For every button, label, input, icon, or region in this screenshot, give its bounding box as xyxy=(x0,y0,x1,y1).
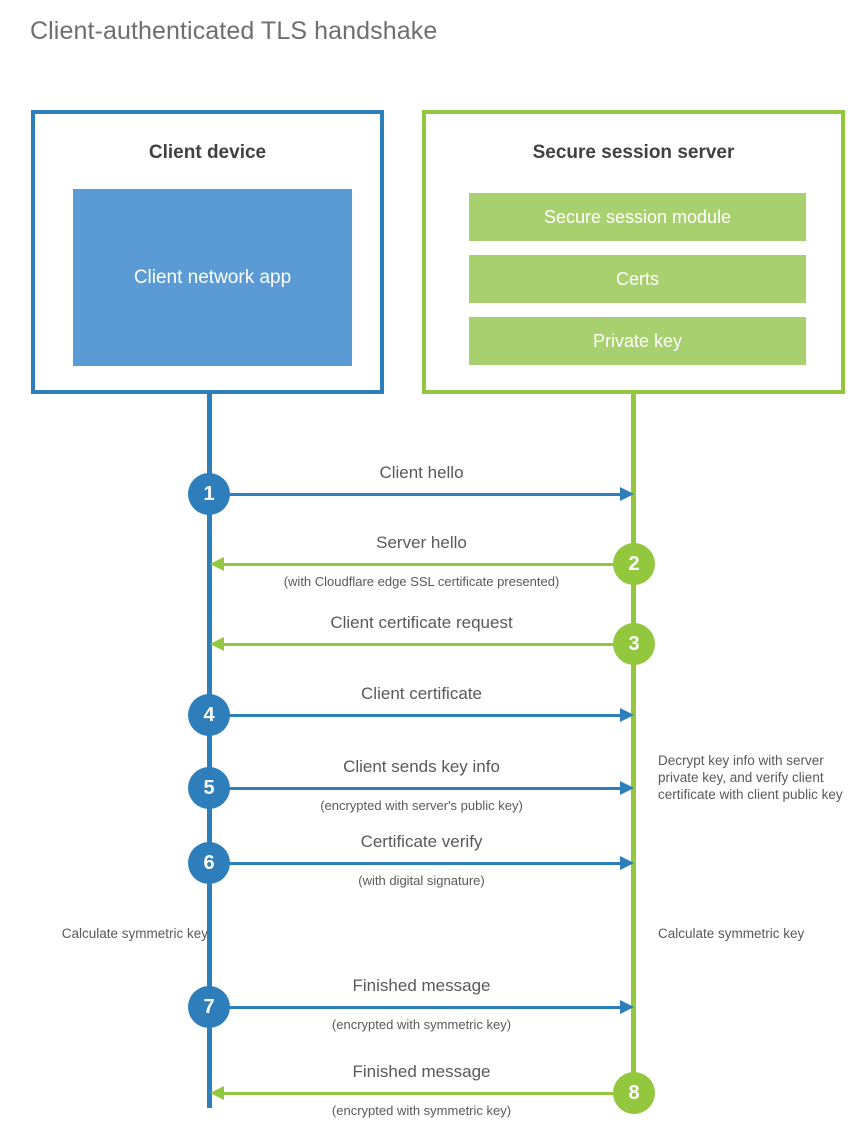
message-label-3: Client certificate request xyxy=(330,613,513,632)
message-sublabel-8: (encrypted with symmetric key) xyxy=(331,1103,512,1118)
step-number-8[interactable]: 8 xyxy=(613,1072,655,1114)
arrow-head-icon xyxy=(619,487,634,501)
server-lifeline xyxy=(631,392,636,1094)
client-lifeline xyxy=(207,392,212,1108)
message-sublabel-7: (encrypted with symmetric key) xyxy=(331,1017,512,1032)
arrow-head-icon xyxy=(619,856,634,870)
arrow-head-icon xyxy=(619,708,634,722)
step-number-3[interactable]: 3 xyxy=(613,623,655,665)
note-server-calculate-symmetric-key: Calculate symmetric key xyxy=(658,926,805,941)
step-number-7[interactable]: 7 xyxy=(188,986,230,1028)
arrow-shaft xyxy=(209,493,620,496)
client-device-panel: Client device Client network app xyxy=(31,110,384,394)
secure-session-server-panel: Secure session server Secure session mod… xyxy=(422,110,845,394)
message-label-5: Client sends key info xyxy=(343,757,500,776)
arrow-shaft xyxy=(209,714,620,717)
client-network-app-box: Client network app xyxy=(73,189,352,366)
server-component-secure-session-module: Secure session module xyxy=(469,193,806,241)
arrow-shaft xyxy=(223,643,634,646)
message-label-7: Finished message xyxy=(352,976,491,995)
page-title: Client-authenticated TLS handshake xyxy=(30,17,438,45)
message-label-8: Finished message xyxy=(352,1062,491,1081)
step-number-1[interactable]: 1 xyxy=(188,473,230,515)
arrow-shaft xyxy=(209,862,620,865)
server-component-private-key: Private key xyxy=(469,317,806,365)
message-sublabel-5: (encrypted with server's public key) xyxy=(320,798,523,813)
arrow-shaft xyxy=(209,787,620,790)
message-label-6: Certificate verify xyxy=(360,832,483,851)
step-number-6[interactable]: 6 xyxy=(188,842,230,884)
arrow-head-icon xyxy=(619,781,634,795)
step-number-4[interactable]: 4 xyxy=(188,694,230,736)
server-component-certs: Certs xyxy=(469,255,806,303)
note-client-calculate-symmetric-key: Calculate symmetric key xyxy=(61,926,208,941)
arrow-shaft xyxy=(223,563,634,566)
message-sublabel-2: (with Cloudflare edge SSL certificate pr… xyxy=(283,574,560,589)
message-sublabel-6: (with digital signature) xyxy=(358,873,485,888)
arrow-head-icon xyxy=(209,557,224,571)
arrow-head-icon xyxy=(209,1086,224,1100)
arrow-shaft xyxy=(223,1092,634,1095)
message-label-4: Client certificate xyxy=(361,684,482,703)
arrow-head-icon xyxy=(619,1000,634,1014)
arrow-head-icon xyxy=(209,637,224,651)
note-server-decrypt: Decrypt key info with server private key… xyxy=(658,753,843,802)
step-number-5[interactable]: 5 xyxy=(188,767,230,809)
message-label-1: Client hello xyxy=(379,463,464,482)
client-device-title: Client device xyxy=(148,142,267,163)
arrow-shaft xyxy=(209,1006,620,1009)
step-number-2[interactable]: 2 xyxy=(613,543,655,585)
secure-session-server-title: Secure session server xyxy=(532,142,735,163)
message-label-2: Server hello xyxy=(376,533,467,552)
